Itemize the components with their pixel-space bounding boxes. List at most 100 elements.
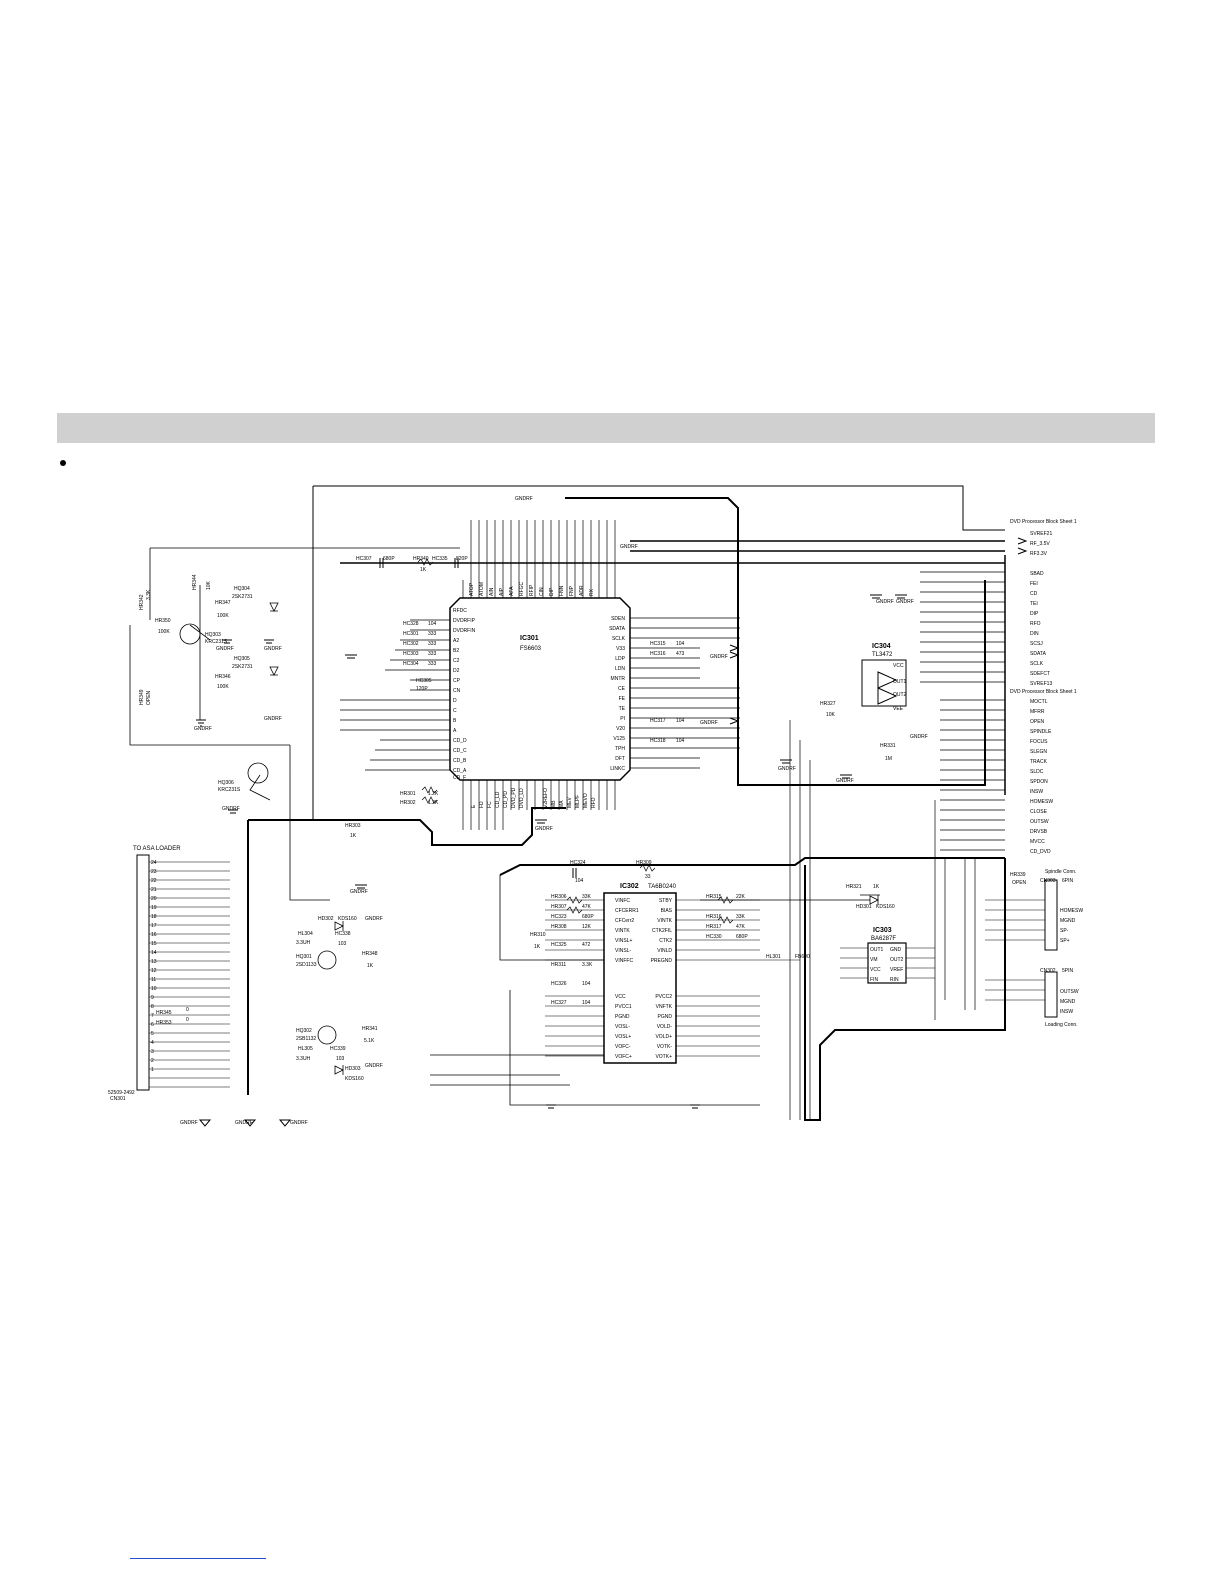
component-value: 2SK2731 (232, 664, 253, 670)
block-sheet-signal: HOMESW (1030, 799, 1053, 805)
ic303-pin: VCC (870, 967, 881, 973)
ic302-pin: VOFC+ (615, 1054, 632, 1060)
block-sheet-signal: SLDC (1030, 769, 1044, 775)
ic302-pin: VINSL- (615, 948, 631, 954)
component-ref: HC304 (403, 661, 419, 667)
component-value: 104 (676, 718, 685, 724)
block-sheet-signal: DRVSB (1030, 829, 1048, 835)
component-ref: HR308 (551, 924, 567, 930)
cn301-pin: 16 (151, 932, 157, 938)
ic302-pin: BIAS (661, 908, 673, 914)
component-ref: HR301 (400, 791, 416, 797)
component-value: 333 (428, 641, 437, 647)
component-ref: HQ306 (218, 780, 234, 786)
component-value: 1K (350, 833, 357, 839)
ic301-pin: RFGC (519, 581, 525, 596)
ground-label: GNDRF (365, 1063, 383, 1069)
ic301-pin: CD_PD (503, 791, 509, 808)
component-ref: HC327 (551, 1000, 567, 1006)
component-ref: HL304 (298, 931, 313, 937)
ic301-pin: FE (619, 696, 626, 702)
cn303-pin: SP- (1060, 928, 1069, 934)
cn302-part: 5PIN (1062, 968, 1074, 974)
component-ref: HL301 (766, 954, 781, 960)
component-ref: HR340 (413, 556, 429, 562)
ic301-pin: C (453, 708, 457, 714)
ic302-pin: VOLD- (657, 1024, 673, 1030)
block-sheet-signal: RF3.3V (1030, 551, 1048, 557)
block-sheet-signal: SVREF21 (1030, 531, 1052, 537)
ic301-pin: SDEN (611, 616, 625, 622)
cn301-pin: 19 (151, 905, 157, 911)
ic301-pin: A (453, 728, 457, 734)
ic301-pin: CD_D (453, 738, 467, 744)
component-value: 120P (416, 686, 428, 692)
component-ref: HC330 (706, 934, 722, 940)
ic301-pin: SCLK (612, 636, 626, 642)
component-value: 333 (428, 661, 437, 667)
block-sheet-signal: MFRR (1030, 709, 1045, 715)
cn301-pin: 5 (151, 1031, 154, 1037)
cn301-pin: 7 (151, 1013, 154, 1019)
ic304-pin: OUT2 (893, 692, 907, 698)
ic301-pin: CP (453, 678, 461, 684)
ic302-pin: VOSL+ (615, 1034, 631, 1040)
ic302-pin: VINLD (657, 948, 672, 954)
component-ref: HR342 (139, 594, 145, 610)
ic302-pin: VINFFC (615, 958, 633, 964)
ic301-pin: RX (589, 588, 595, 596)
component-value: 3.3UH (296, 1056, 311, 1062)
component-ref: HR341 (362, 1026, 378, 1032)
ic301-pin: CD_A (453, 768, 467, 774)
ic302-pin: VINSL+ (615, 938, 632, 944)
cn301-pin: 2 (151, 1058, 154, 1064)
component-value: 3.3K (146, 589, 152, 600)
component-value: 1K (534, 944, 541, 950)
ic301-pin: RFIP (529, 584, 535, 596)
ic301-pin: MLPF (575, 795, 581, 808)
component-value: 333 (428, 631, 437, 637)
cn301-pin: 11 (151, 977, 156, 983)
ic302-pin: VOLD+ (655, 1034, 672, 1040)
ic301-pin: FD (479, 801, 485, 808)
ic301-pin: C2 (453, 658, 460, 664)
component-ref: HC339 (330, 1046, 346, 1052)
component-ref: HC303 (403, 651, 419, 657)
cn303-pin: SP+ (1060, 938, 1070, 944)
component-value: 104 (582, 981, 591, 987)
component-value: 10K (206, 580, 212, 590)
ic301-pin: PI (620, 716, 625, 722)
cn301-pin: 14 (151, 950, 157, 956)
ic302-pin: VOFC- (615, 1044, 631, 1050)
ic301-pin: ATOM (479, 582, 485, 596)
block-sheet-signal: SBAD (1030, 571, 1044, 577)
cn303-title: Spindle Conn. (1045, 869, 1076, 875)
ic301-pin: MA (559, 800, 565, 808)
component-ref: HR309 (636, 860, 652, 866)
ic301-pin: CD_LD (495, 791, 501, 808)
ground-label: GNDRF (194, 726, 212, 732)
block-sheet-signal: FEI (1030, 581, 1038, 587)
cn302-pin: OUTSW (1060, 989, 1079, 995)
ic303-pin: FIN (870, 977, 878, 983)
ic302-pin: PVCC2 (655, 994, 672, 1000)
cn301-pin: 6 (151, 1022, 154, 1028)
component-ref: HR317 (706, 924, 722, 930)
component-labels: HR342 3.3K HR344 10K HR350 100K HR347 10… (139, 556, 1027, 1082)
ic302-ref: IC302 (620, 883, 639, 890)
component-ref: HC301 (403, 631, 419, 637)
ground-label: GNDRF (264, 646, 282, 652)
component-value: 820P (456, 556, 468, 562)
component-ref: HR307 (551, 904, 567, 910)
ic302-pin: CFCerr2 (615, 918, 634, 924)
ic301-pin: V2REFO (543, 788, 549, 808)
ic301-pin: D (453, 698, 457, 704)
ic303-pin: VM (870, 957, 878, 963)
block-sheet-signal: RF_3.5V (1030, 541, 1050, 547)
ground-label: GNDRF (778, 766, 796, 772)
component-value: 333 (428, 651, 437, 657)
cn301-ref: CN301 (110, 1096, 126, 1102)
ic304-part: TL3472 (872, 652, 893, 658)
ic301-pin: V125 (613, 736, 625, 742)
ic302-pin: VOTK+ (655, 1054, 672, 1060)
